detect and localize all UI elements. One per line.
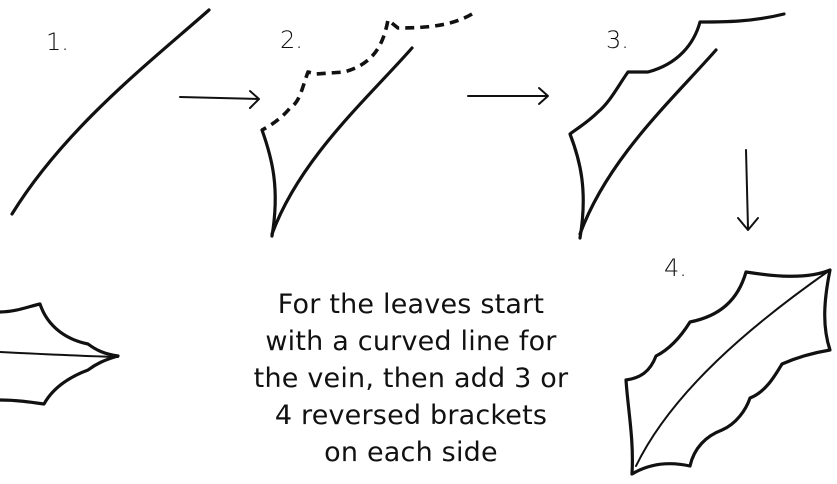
partial-leaf-drawing: [0, 304, 118, 404]
step-2-label: 2.: [280, 28, 303, 52]
step-3-label: 3.: [606, 28, 629, 52]
step-4-label: 4.: [664, 256, 687, 280]
step2-leaf-edge: [262, 130, 275, 236]
step3-leaf-drawing: [570, 14, 784, 238]
caption-line-5: on each side: [226, 434, 596, 471]
caption-line-4: 4 reversed brackets: [226, 397, 596, 434]
arrow-right-1-icon: [180, 91, 259, 108]
step2-vein-line: [272, 48, 412, 234]
step3-leaf-outline: [570, 14, 784, 238]
step1-vein-line: [12, 10, 209, 214]
instruction-caption: For the leaves start with a curved line …: [226, 286, 596, 471]
caption-line-2: with a curved line for: [226, 323, 596, 360]
step4-leaf-drawing: [626, 270, 830, 474]
caption-line-3: the vein, then add 3 or: [226, 360, 596, 397]
step-1-label: 1.: [46, 30, 69, 54]
arrow-down-icon: [738, 150, 758, 230]
step4-leaf-outline: [626, 270, 830, 474]
arrow-right-2-icon: [468, 88, 548, 104]
step3-vein-line: [580, 50, 716, 234]
caption-line-1: For the leaves start: [226, 286, 596, 323]
